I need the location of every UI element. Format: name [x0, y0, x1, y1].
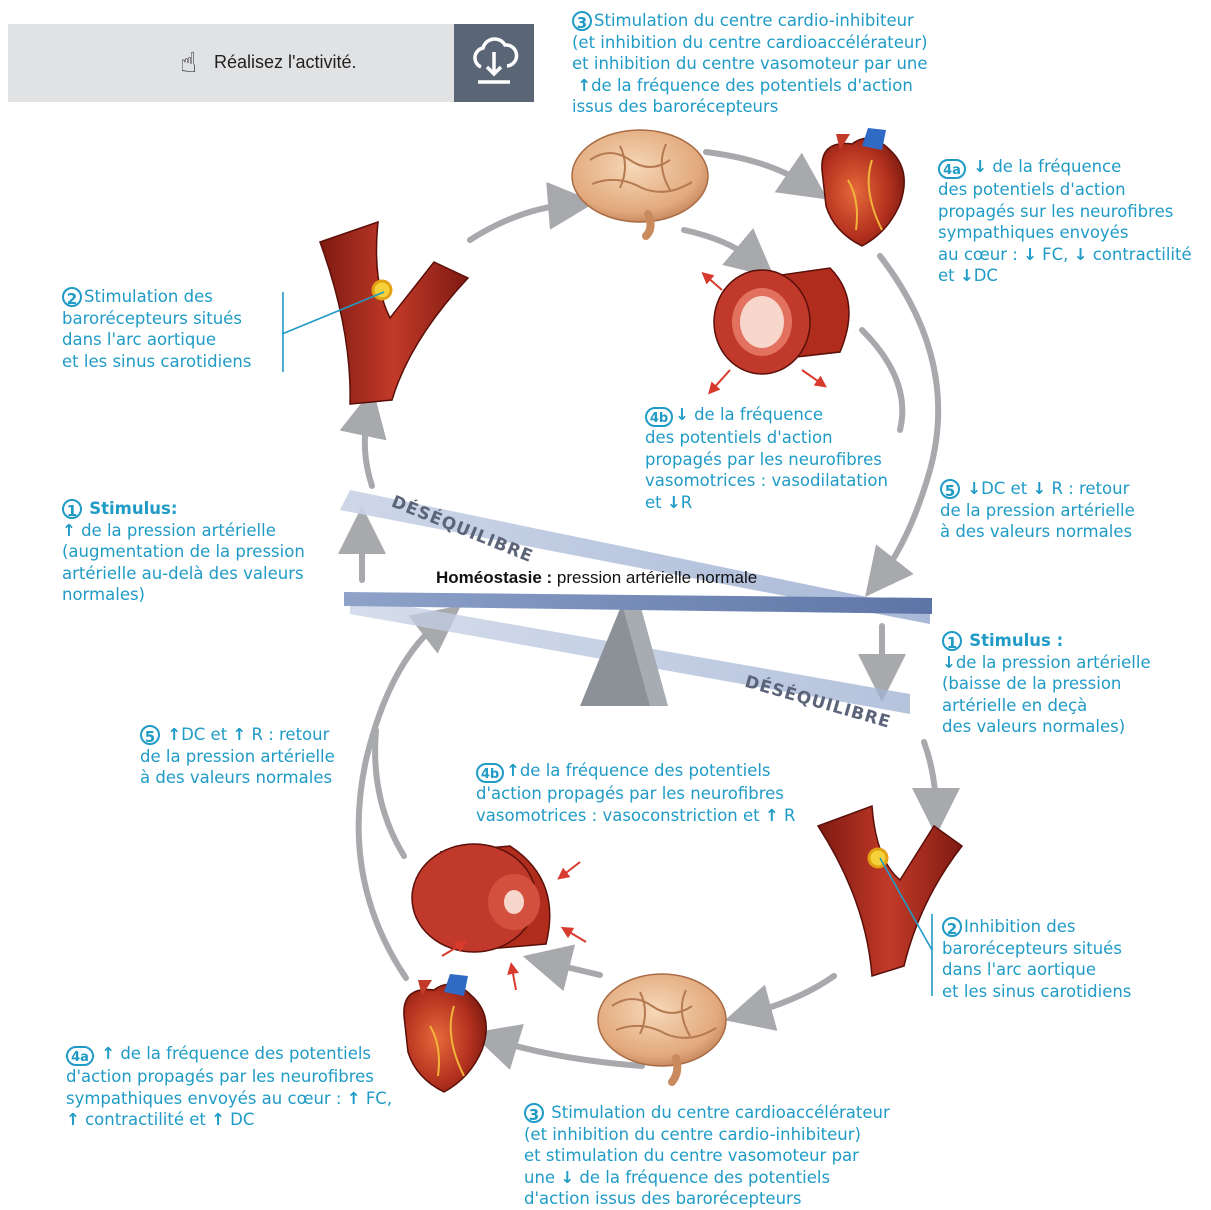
up-arrow-icon	[211, 1110, 225, 1129]
caption-top-step5: 5 DC et R : retour de la pression artéri…	[940, 478, 1135, 543]
artery-top-icon	[320, 222, 468, 404]
brain-top-icon	[572, 130, 708, 236]
step-number: 2	[942, 917, 962, 937]
caption-top-step1: 1 Stimulus: de la pression artérielle (a…	[62, 498, 305, 606]
up-arrow-icon	[347, 1089, 361, 1108]
down-arrow-icon	[1032, 479, 1046, 498]
activity-label[interactable]: Réalisez l'activité.	[214, 52, 357, 73]
step-number: 4a	[938, 159, 966, 179]
down-arrow-icon	[967, 479, 981, 498]
heart-top-icon	[822, 128, 904, 246]
down-arrow-icon	[960, 266, 974, 285]
caption-bottom-step4b: 4bde la fréquence des potentiels d'actio…	[476, 760, 795, 826]
down-arrow-icon	[1074, 245, 1088, 264]
up-arrow-icon	[66, 1110, 80, 1129]
down-arrow-icon	[667, 493, 681, 512]
caption-bottom-step3: 3 Stimulation du centre cardioaccélérate…	[524, 1102, 890, 1210]
down-arrow-icon	[560, 1168, 574, 1187]
down-arrow-icon	[973, 157, 987, 176]
up-arrow-icon	[101, 1044, 115, 1063]
caption-bottom-step4a: 4a de la fréquence des potentiels d'acti…	[66, 1043, 392, 1131]
down-arrow-icon	[942, 653, 956, 672]
step-number: 5	[940, 479, 960, 499]
cloud-download-icon	[454, 24, 534, 102]
up-arrow-icon	[577, 76, 591, 95]
step-number: 5	[140, 725, 160, 745]
step-number: 4b	[476, 763, 504, 783]
up-arrow-icon	[167, 725, 181, 744]
step-number: 4a	[66, 1046, 94, 1066]
download-button[interactable]	[454, 24, 534, 102]
step-number: 2	[62, 287, 82, 307]
artery-bottom-icon	[818, 806, 962, 976]
step-number: 1	[62, 499, 82, 519]
down-arrow-icon	[1023, 245, 1037, 264]
up-arrow-icon	[62, 521, 76, 540]
step-number: 1	[942, 631, 962, 651]
caption-bottom-step5: 5 DC et R : retour de la pression artéri…	[140, 724, 335, 789]
step-number: 3	[524, 1103, 544, 1123]
step-number: 3	[572, 11, 592, 31]
caption-bottom-step1: 1 Stimulus : de la pression artérielle (…	[942, 630, 1151, 738]
up-arrow-icon	[506, 761, 520, 780]
up-arrow-icon	[232, 725, 246, 744]
caption-top-step4a: 4a de la fréquence des potentiels d'acti…	[938, 156, 1192, 287]
caption-top-step4b: 4b de la fréquence des potentiels d'acti…	[645, 404, 888, 513]
heart-bottom-icon	[404, 974, 486, 1092]
down-arrow-icon	[675, 405, 689, 424]
step-number: 4b	[645, 407, 673, 427]
up-arrow-icon	[765, 806, 779, 825]
vessel-dilated-icon	[706, 268, 849, 390]
hand-pointer-icon: ☝	[180, 46, 197, 79]
homeostasis-label: Homéostasie : pression artérielle normal…	[436, 568, 757, 588]
